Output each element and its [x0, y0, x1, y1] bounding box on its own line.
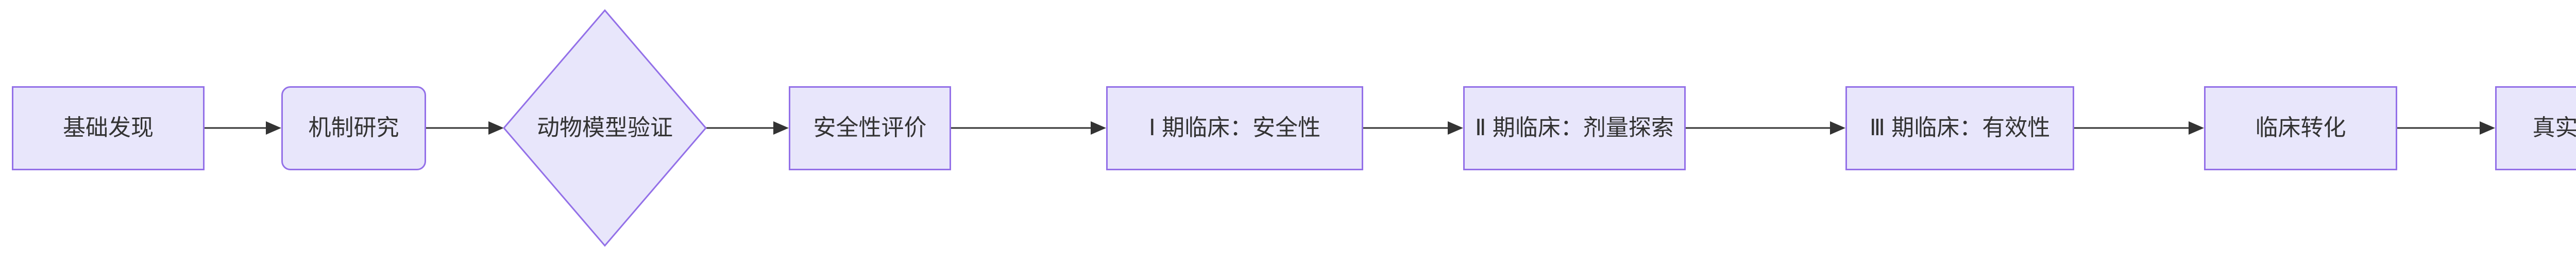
- edges-layer: [205, 121, 2495, 135]
- arrow-head-icon: [488, 121, 504, 135]
- flow-node-rect[interactable]: [2204, 86, 2397, 170]
- flow-node-rect[interactable]: [1845, 86, 2074, 170]
- arrow-head-icon: [2189, 121, 2204, 135]
- flow-node-rounded-rect[interactable]: [281, 86, 426, 170]
- flow-node-rect[interactable]: [12, 86, 205, 170]
- flow-arrow: [205, 121, 281, 135]
- flow-arrow: [426, 121, 504, 135]
- arrow-head-icon: [2480, 121, 2495, 135]
- arrow-head-icon: [1448, 121, 1463, 135]
- flow-node-rect[interactable]: [789, 86, 951, 170]
- arrow-head-icon: [266, 121, 281, 135]
- flow-arrow: [706, 121, 789, 135]
- arrow-head-icon: [1091, 121, 1106, 135]
- flow-node-rect[interactable]: [1106, 86, 1363, 170]
- flow-node-diamond[interactable]: [503, 9, 707, 247]
- flow-arrow: [2397, 121, 2495, 135]
- flow-arrow: [1363, 121, 1463, 135]
- flow-node-rect[interactable]: [2495, 86, 2576, 170]
- nodes-layer: [12, 9, 2576, 247]
- flow-arrow: [1686, 121, 1845, 135]
- flow-arrow: [951, 121, 1106, 135]
- flow-arrow: [2074, 121, 2204, 135]
- flow-node-rect[interactable]: [1463, 86, 1686, 170]
- arrow-head-icon: [773, 121, 789, 135]
- arrow-head-icon: [1830, 121, 1845, 135]
